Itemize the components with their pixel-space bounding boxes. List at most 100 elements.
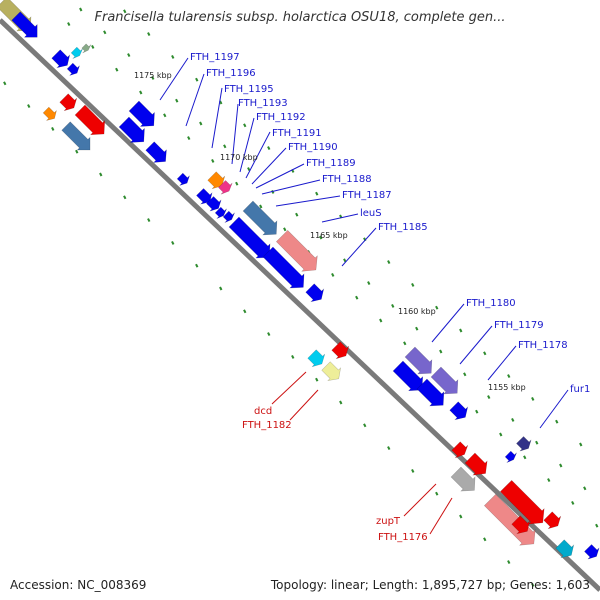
gene-label[interactable]: zupT [376,516,401,527]
ruler-tick [583,486,587,491]
ruler-tick [223,144,227,149]
callout-line [245,131,271,179]
gene-arrow[interactable] [69,45,85,61]
gene-arrow[interactable] [261,245,310,294]
gene-arrow[interactable] [206,170,229,193]
gene-arrow[interactable] [10,10,44,44]
gene-label[interactable]: FTH_1180 [466,298,516,309]
gene-arrow[interactable] [448,400,472,424]
ruler-tick [243,309,247,314]
gene-arrow[interactable] [60,120,97,157]
gene-label[interactable]: FTH_1197 [190,52,240,63]
gene-arrow[interactable] [50,48,74,72]
gene-label[interactable]: FTH_1196 [206,68,256,79]
ruler-tick [267,332,271,337]
gene-label[interactable]: FTH_1189 [306,158,356,169]
gene-arrow[interactable] [304,282,328,306]
gene-arrow[interactable] [41,105,59,123]
gene-label[interactable]: FTH_1190 [288,142,338,153]
gene-arrow[interactable] [391,359,429,397]
ruler-tick [475,409,479,414]
gene-arrow[interactable] [482,492,541,551]
ruler-tick [483,351,487,356]
ruler-tick [211,158,215,163]
ruler-tick [195,77,199,82]
gene-arrow[interactable] [213,205,229,221]
ruler-tick [127,53,131,58]
gene-arrow[interactable] [80,42,93,55]
gene-label[interactable]: fur1 [570,384,590,395]
gene-label[interactable]: FTH_1191 [272,128,322,139]
callout-line [271,371,307,405]
gene-arrow[interactable] [127,99,161,133]
ruler-tick [379,318,383,323]
gene-arrow[interactable] [306,348,329,371]
gene-arrow[interactable] [330,340,353,363]
gene-arrow[interactable] [216,178,234,196]
ruler-tick [415,326,419,331]
gene-arrow[interactable] [73,103,111,141]
callout-line [321,213,359,223]
ruler-tick [91,44,95,49]
gene-arrow[interactable] [503,449,519,465]
ruler-tick [387,260,391,265]
ruler-tick [435,305,439,310]
ruler-tick [147,32,151,37]
gene-label[interactable]: FTH_1178 [518,340,568,351]
gene-label[interactable]: FTH_1193 [238,98,288,109]
gene-arrow[interactable] [227,215,276,264]
callout-line [539,389,569,429]
ruler-tick [411,282,415,287]
ruler-tick [171,240,175,245]
gene-label[interactable]: FTH_1195 [224,84,274,95]
gene-label[interactable]: FTH_1182 [242,420,292,431]
gene-arrow[interactable] [429,365,464,400]
gene-arrow[interactable] [542,510,565,533]
gene-arrow[interactable] [320,360,345,385]
gene-arrow[interactable] [450,440,471,461]
callout-line [211,87,223,149]
gene-arrow[interactable] [204,194,224,214]
gene-label[interactable]: FTH_1192 [256,112,306,123]
gene-arrow[interactable] [403,345,438,380]
gene-label[interactable]: FTH_1187 [342,190,392,201]
gene-arrow[interactable] [58,92,81,115]
gene-label[interactable]: FTH_1176 [378,532,428,543]
gene-arrow[interactable] [241,199,283,241]
gene-label[interactable]: FTH_1185 [378,222,428,233]
gene-arrow[interactable] [274,228,323,277]
ruler-tick [511,417,515,422]
gene-arrow[interactable] [498,478,550,530]
ruler-tick [403,341,407,346]
gene-arrow[interactable] [554,538,578,562]
ruler-tick [219,286,223,291]
gene-arrow[interactable] [514,434,534,454]
ruler-tick [75,149,79,154]
gene-arrow[interactable] [117,115,151,149]
ruler-label: 1170 kbp [220,153,258,162]
gene-arrow[interactable] [582,542,600,562]
gene-label[interactable]: FTH_1179 [494,320,544,331]
gene-label[interactable]: FTH_1188 [322,174,372,185]
ruler-tick [295,212,299,217]
gene-arrow[interactable] [175,171,192,188]
ruler-tick [343,258,347,263]
gene-label[interactable]: dcd [254,406,272,417]
gene-arrow[interactable] [65,61,82,78]
gene-arrow[interactable] [221,209,237,225]
gene-arrow[interactable] [415,377,450,412]
map-title: Francisella tularensis subsp. holarctica… [94,10,506,25]
ruler-tick [507,374,511,379]
gene-arrow[interactable] [194,186,215,207]
gene-label[interactable]: leuS [360,208,382,219]
callout-line [239,117,255,173]
ruler-label: 1160 kbp [398,307,436,316]
ruler-tick [79,7,83,12]
gene-arrow[interactable] [449,465,482,498]
gene-arrow[interactable] [510,514,534,538]
callout-line [255,163,305,189]
gene-arrow[interactable] [144,140,172,168]
gene-arrow[interactable] [463,451,493,481]
ruler-tick [147,218,151,223]
